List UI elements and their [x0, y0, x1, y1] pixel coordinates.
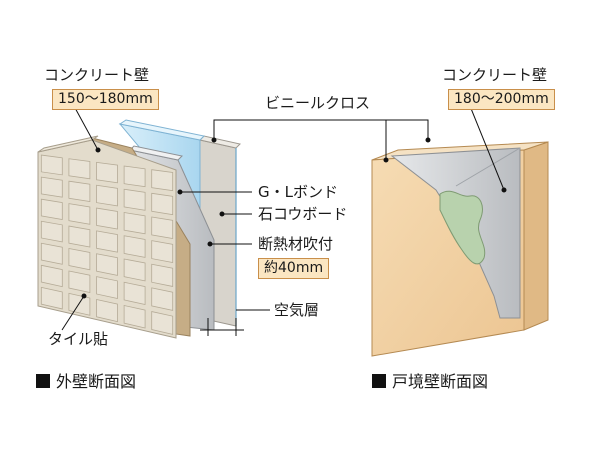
tile — [151, 169, 174, 192]
tile — [40, 198, 63, 221]
tile — [96, 184, 118, 207]
tile — [40, 220, 63, 243]
partition-side — [523, 141, 549, 331]
label-insulation: 断熱材吹付 — [258, 235, 334, 253]
tile — [96, 253, 118, 276]
tile — [123, 188, 146, 211]
partition-wall-illustration — [371, 141, 549, 357]
partition-bond — [439, 190, 486, 265]
tile — [123, 258, 146, 282]
caption-bullet — [36, 374, 50, 388]
label-gl-bond: G・Lボンド — [258, 183, 338, 201]
caption-partition-text: 戸境壁断面図 — [392, 372, 489, 391]
tile — [68, 248, 91, 271]
tile — [151, 311, 174, 335]
tile — [40, 286, 63, 310]
label-tile: タイル貼 — [48, 330, 109, 348]
tile — [68, 180, 91, 203]
label-right-concrete-wall: コンクリート壁 — [442, 66, 548, 84]
tile — [96, 230, 118, 253]
caption-exterior-text: 外壁断面図 — [56, 372, 137, 391]
tile — [96, 298, 118, 323]
tile — [96, 276, 118, 299]
caption-bullet — [372, 374, 386, 388]
tile — [68, 225, 91, 248]
tile — [151, 216, 174, 240]
tile — [123, 281, 146, 305]
tile-grid — [40, 154, 174, 335]
tile — [68, 158, 91, 180]
exterior-wall-illustration — [37, 119, 241, 339]
tile — [151, 240, 174, 263]
tile — [123, 305, 146, 329]
leader-lines — [61, 105, 507, 336]
tile — [151, 263, 174, 287]
tile — [151, 192, 174, 216]
label-vinyl-cloth: ビニールクロス — [265, 94, 371, 112]
label-left-concrete-wall: コンクリート壁 — [44, 66, 150, 84]
caption-partition: 戸境壁断面図 — [372, 372, 488, 392]
tag-right-thickness: 180～200mm — [448, 89, 555, 110]
tile — [96, 207, 118, 230]
tile — [123, 235, 146, 258]
tag-left-thickness: 150～180mm — [52, 89, 159, 110]
label-air-layer: 空気層 — [274, 301, 320, 319]
tile — [68, 203, 91, 225]
tag-insulation-thickness: 約40mm — [258, 258, 330, 279]
caption-exterior: 外壁断面図 — [36, 372, 136, 392]
tile — [40, 154, 63, 176]
tile — [151, 287, 174, 311]
tile — [40, 264, 63, 288]
tile — [123, 165, 146, 188]
tile — [68, 270, 91, 294]
tile — [96, 161, 118, 184]
tile — [40, 242, 63, 265]
label-gypsum-board: 石コウボード — [258, 205, 348, 223]
tile — [123, 212, 146, 235]
tile — [40, 176, 63, 198]
